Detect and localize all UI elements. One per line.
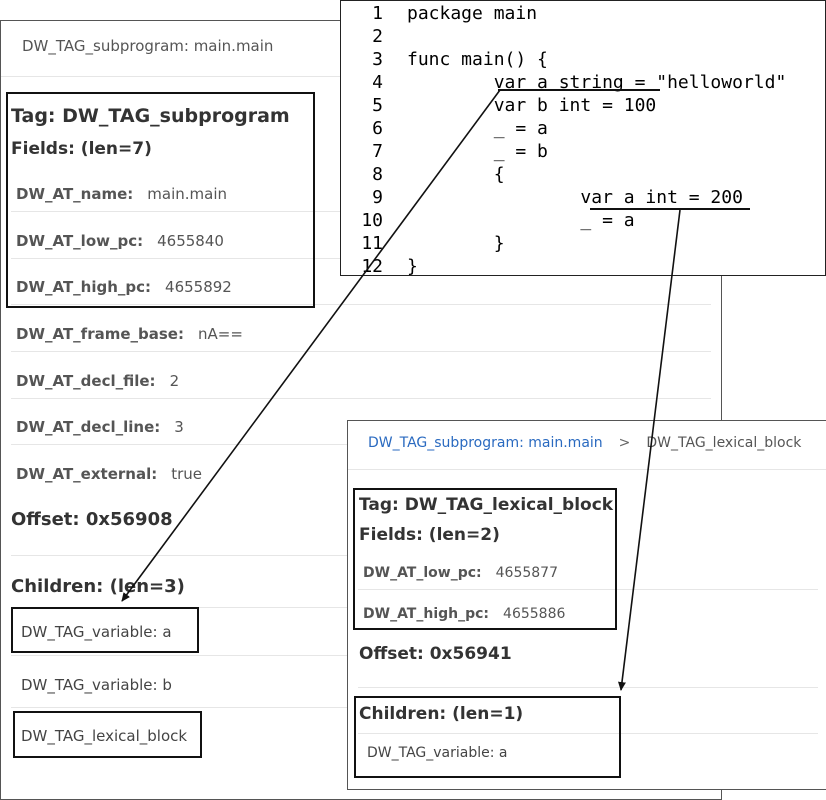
divider bbox=[11, 351, 711, 352]
divider bbox=[358, 589, 818, 590]
field-row: DW_AT_low_pc:4655840 bbox=[16, 232, 224, 250]
line-number: 4 bbox=[372, 72, 383, 93]
code-line: _ = a bbox=[407, 118, 548, 139]
field-row: DW_AT_high_pc:4655886 bbox=[363, 606, 566, 622]
field-row: DW_AT_decl_file:2 bbox=[16, 372, 180, 390]
divider bbox=[348, 469, 826, 470]
fields-label: Fields: (len=2) bbox=[359, 525, 500, 545]
line-number: 12 bbox=[361, 256, 383, 276]
fields-label: Fields: (len=7) bbox=[11, 139, 152, 159]
field-row: DW_AT_high_pc:4655892 bbox=[16, 278, 232, 296]
line-number: 8 bbox=[372, 164, 383, 185]
divider bbox=[11, 304, 711, 305]
line-number: 11 bbox=[361, 233, 383, 254]
line-number: 7 bbox=[372, 141, 383, 162]
divider bbox=[358, 733, 818, 734]
code-line: } bbox=[407, 256, 418, 276]
line-number: 5 bbox=[372, 95, 383, 116]
divider bbox=[358, 687, 818, 688]
code-line: _ = b bbox=[407, 141, 548, 162]
field-row: DW_AT_external:true bbox=[16, 465, 203, 483]
code-line: } bbox=[407, 233, 505, 254]
code-line: { bbox=[407, 164, 505, 185]
line-number: 6 bbox=[372, 118, 383, 139]
breadcrumb-current: DW_TAG_lexical_block bbox=[646, 435, 802, 451]
field-row: DW_AT_name:main.main bbox=[16, 185, 228, 203]
line-number: 2 bbox=[372, 26, 383, 47]
code-line: func main() { bbox=[407, 49, 548, 70]
child-variable-a[interactable]: DW_TAG_variable: a bbox=[21, 623, 172, 641]
breadcrumb: DW_TAG_subprogram: main.main > DW_TAG_lexi… bbox=[368, 435, 801, 451]
line-number: 1 bbox=[372, 3, 383, 24]
field-row: DW_AT_decl_line:3 bbox=[16, 418, 184, 436]
code-line: _ = a bbox=[407, 210, 635, 231]
tag-title: Tag: DW_TAG_subprogram bbox=[11, 105, 290, 127]
divider bbox=[11, 398, 711, 399]
children-label: Children: (len=3) bbox=[11, 576, 185, 597]
offset-label: Offset: 0x56941 bbox=[359, 644, 512, 664]
child-variable-b[interactable]: DW_TAG_variable: b bbox=[21, 676, 172, 694]
children-label: Children: (len=1) bbox=[359, 704, 524, 724]
code-line: var a int = 200 bbox=[407, 187, 743, 208]
lexical-block-panel: DW_TAG_subprogram: main.main > DW_TAG_lexi… bbox=[347, 420, 826, 790]
code-line: var b int = 100 bbox=[407, 95, 657, 116]
breadcrumb-separator: > bbox=[618, 435, 631, 451]
field-row: DW_AT_frame_base:nA== bbox=[16, 325, 243, 343]
source-code-panel: 1 2 3 4 5 6 7 8 9 10 11 12 package main … bbox=[340, 0, 826, 276]
breadcrumb-link[interactable]: DW_TAG_subprogram: main.main bbox=[368, 435, 603, 451]
code-line: var a string = "helloworld" bbox=[407, 72, 787, 93]
panel-header: DW_TAG_subprogram: main.main bbox=[22, 37, 274, 55]
line-number: 10 bbox=[361, 210, 383, 231]
tag-title: Tag: DW_TAG_lexical_block bbox=[359, 495, 614, 515]
field-row: DW_AT_low_pc:4655877 bbox=[363, 565, 558, 581]
line-number: 3 bbox=[372, 49, 383, 70]
line-number: 9 bbox=[372, 187, 383, 208]
code-line: package main bbox=[407, 3, 538, 24]
offset-label: Offset: 0x56908 bbox=[11, 509, 173, 530]
child-variable-a[interactable]: DW_TAG_variable: a bbox=[367, 745, 508, 761]
child-lexical-block[interactable]: DW_TAG_lexical_block bbox=[21, 727, 188, 745]
